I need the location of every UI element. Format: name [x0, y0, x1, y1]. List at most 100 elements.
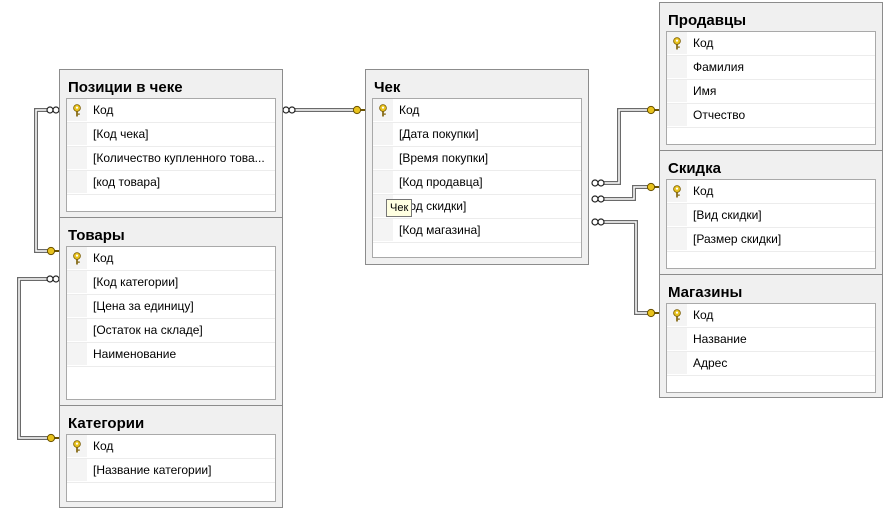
field-row[interactable]: Адрес: [667, 352, 875, 376]
field-label: [Остаток на складе]: [93, 323, 203, 337]
field-row[interactable]: [Цена за единицу]: [67, 295, 275, 319]
field-row[interactable]: Код: [373, 99, 581, 123]
field-row[interactable]: [Название категории]: [67, 459, 275, 483]
row-selector: [67, 171, 87, 193]
field-label: Имя: [693, 84, 717, 98]
row-selector: [67, 343, 87, 365]
field-label: Код: [399, 103, 420, 117]
field-row[interactable]: [Код чека]: [67, 123, 275, 147]
field-row[interactable]: [Код продавца]: [373, 171, 581, 195]
row-selector: [67, 459, 87, 481]
field-row[interactable]: Код: [67, 247, 275, 271]
table-title: Позиции в чеке: [68, 79, 183, 96]
field-label: Отчество: [693, 108, 746, 122]
field-row[interactable]: [Код категории]: [67, 271, 275, 295]
field-row[interactable]: Код: [67, 99, 275, 123]
row-selector: [667, 204, 687, 226]
field-row[interactable]: Код: [667, 304, 875, 328]
table-title: Категории: [68, 415, 145, 432]
field-grid: Код [Дата покупки] [Время покупки] [Код про…: [372, 98, 582, 258]
field-grid: Код [Код категории] [Цена за единицу] [Оста…: [66, 246, 276, 400]
field-label: Название: [693, 332, 747, 346]
field-label: Код: [93, 251, 114, 265]
row-selector: [67, 271, 87, 293]
field-label: [код товара]: [93, 175, 161, 189]
field-row[interactable]: Код: [667, 180, 875, 204]
primary-key-icon: [673, 37, 681, 50]
row-selector: [667, 328, 687, 350]
relationship-line-inner: [598, 109, 653, 184]
field-label: [Код скидки]: [399, 199, 467, 213]
field-row[interactable]: Код: [667, 32, 875, 56]
row-selector: [67, 123, 87, 145]
table-kategorii[interactable]: Категории Код [Название категории]: [59, 405, 283, 508]
infinity-icon: [46, 106, 60, 114]
field-label: Адрес: [693, 356, 728, 370]
table-title: Продавцы: [668, 12, 747, 29]
row-selector: [373, 147, 393, 169]
field-label: Код: [693, 36, 714, 50]
relationship-line-inner: [598, 186, 653, 200]
field-label: Наименование: [93, 347, 177, 361]
relationship-line[interactable]: [17, 277, 53, 440]
field-row[interactable]: Имя: [667, 80, 875, 104]
relationship-line[interactable]: [34, 108, 53, 253]
primary-key-icon: [73, 104, 81, 117]
field-label: [Цена за единицу]: [93, 299, 194, 313]
field-row[interactable]: [Время покупки]: [373, 147, 581, 171]
field-label: [Название категории]: [93, 463, 212, 477]
field-label: Код: [93, 103, 114, 117]
field-row[interactable]: [Остаток на складе]: [67, 319, 275, 343]
primary-key-icon: [73, 440, 81, 453]
row-selector: [667, 104, 687, 126]
table-skidka[interactable]: Скидка Код[Вид скидки] [Размер скидки]: [659, 150, 883, 275]
field-row[interactable]: [Размер скидки]: [667, 228, 875, 252]
row-selector: [667, 352, 687, 374]
relationship-line-inner: [35, 109, 53, 252]
infinity-icon: [591, 179, 605, 187]
relationship-line[interactable]: [598, 108, 653, 185]
field-row[interactable]: [код товара]: [67, 171, 275, 195]
infinity-icon: [591, 218, 605, 226]
tooltip: Чек: [386, 199, 413, 217]
primary-key-icon: [673, 309, 681, 322]
field-label: [Размер скидки]: [693, 232, 782, 246]
field-row[interactable]: Название: [667, 328, 875, 352]
key-icon: [646, 182, 659, 192]
field-grid: Код [Название категории]: [66, 434, 276, 502]
key-icon: [646, 308, 659, 318]
field-row[interactable]: Отчество: [667, 104, 875, 128]
key-icon: [352, 105, 365, 115]
table-pozicii[interactable]: Позиции в чеке Код [Код чека] [Количество …: [59, 69, 283, 218]
table-title: Чек: [374, 79, 401, 96]
infinity-icon: [46, 275, 60, 283]
table-chek[interactable]: Чек Код [Дата покупки] [Время покупки] [Код…: [365, 69, 589, 265]
row-selector: [667, 56, 687, 78]
field-row[interactable]: Фамилия: [667, 56, 875, 80]
table-title: Товары: [68, 227, 125, 244]
field-label: [Код чека]: [93, 127, 149, 141]
field-grid: Код[Вид скидки] [Размер скидки]: [666, 179, 876, 269]
infinity-icon: [591, 195, 605, 203]
table-title: Скидка: [668, 160, 721, 177]
relationship-line[interactable]: [598, 185, 653, 201]
table-tovary[interactable]: Товары Код [Код категории] [Цена за единиц…: [59, 217, 283, 406]
row-selector: [67, 319, 87, 341]
field-label: Код: [693, 308, 714, 322]
field-row[interactable]: [Код магазина]: [373, 219, 581, 243]
relationship-line[interactable]: [598, 220, 653, 315]
field-row[interactable]: Наименование: [67, 343, 275, 367]
field-row[interactable]: [Количество купленного това...: [67, 147, 275, 171]
field-row[interactable]: Код: [67, 435, 275, 459]
field-label: Фамилия: [693, 60, 744, 74]
field-row[interactable]: [Дата покупки]: [373, 123, 581, 147]
field-row[interactable]: [Вид скидки]: [667, 204, 875, 228]
field-label: [Время покупки]: [399, 151, 489, 165]
field-label: [Код магазина]: [399, 223, 481, 237]
row-selector: [373, 123, 393, 145]
